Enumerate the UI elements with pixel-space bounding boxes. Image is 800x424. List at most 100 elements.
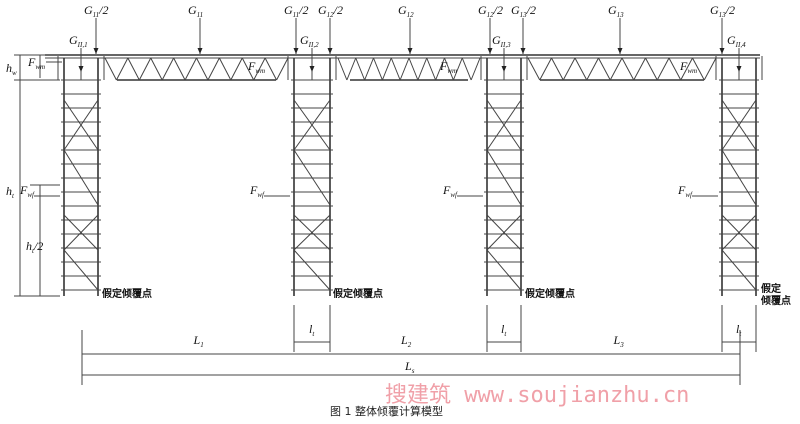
tower-brace <box>293 249 331 291</box>
hw-label: hw <box>6 61 17 77</box>
wind-frame-label-2-sub: wf <box>450 191 458 199</box>
tower-load-label-2: GII,3 <box>492 33 511 49</box>
load-arrow-head <box>197 48 203 54</box>
wind-main-label-3-main: F <box>679 59 688 73</box>
load-label-0-suffix: /2 <box>98 3 108 17</box>
truss-web <box>562 57 576 81</box>
load-arrow-head <box>719 48 725 54</box>
dim-label-lt-0-main: l <box>309 322 313 336</box>
wind-frame-label-3-sub: wf <box>685 191 693 199</box>
truss-web <box>355 57 366 81</box>
overturn-point-label-3-0: 假定 <box>761 282 781 295</box>
tower-load-label-2-main: G <box>492 33 501 47</box>
truss-web <box>692 57 705 81</box>
dim-label-lt-1-sub: t <box>504 330 507 338</box>
dim-label-L2-sub: 2 <box>408 341 412 349</box>
truss-web <box>645 57 658 81</box>
load-label-1-main: G <box>188 3 197 17</box>
wind-main-label-1-main: F <box>247 59 256 73</box>
load-label-3: G12/2 <box>318 3 343 19</box>
load-label-6-suffix: /2 <box>526 3 536 17</box>
truss-web <box>408 57 419 81</box>
tower-brace <box>486 249 522 291</box>
wind-frame-label-0-sub: wf <box>27 191 35 199</box>
dim-label-L1: L1 <box>193 333 204 349</box>
wind-frame-label-3-main: F <box>677 183 686 197</box>
truss-web <box>230 57 243 81</box>
wind-frame-label-1-sub: wf <box>257 191 265 199</box>
tower-load-label-0-main: G <box>69 33 78 47</box>
truss-web <box>609 57 623 81</box>
load-label-8-main: G <box>710 3 719 17</box>
truss-web <box>150 57 163 81</box>
load-label-1-sub: 11 <box>197 11 203 19</box>
load-arrow-head <box>407 48 413 54</box>
load-label-0: G11/2 <box>84 3 109 19</box>
tower-brace <box>486 99 522 151</box>
tower-load-arrow-head <box>309 66 315 72</box>
ht-label-sub: t <box>12 192 15 200</box>
truss-web <box>417 57 428 81</box>
dim-label-L1-main: L <box>193 333 201 347</box>
structure <box>14 18 763 385</box>
load-label-0-sub: 11 <box>93 11 99 19</box>
tower-brace <box>63 214 99 251</box>
wind-main-label-2-sub: wm <box>447 67 457 75</box>
truss-web <box>241 57 255 81</box>
truss-web <box>426 57 437 81</box>
truss-web <box>337 57 348 81</box>
load-arrow-head <box>520 48 526 54</box>
overturn-point-label-1: 假定倾覆点 <box>333 287 383 300</box>
wind-frame-label-1-main: F <box>249 183 258 197</box>
dim-label-L3-sub: 3 <box>619 341 624 349</box>
truss-web <box>373 57 383 81</box>
load-arrow-head <box>617 48 623 54</box>
truss-web <box>138 57 152 81</box>
truss-web <box>470 57 481 81</box>
truss-web <box>574 57 588 81</box>
wind-main-label-1-sub: wm <box>255 67 265 75</box>
tower-load-label-3-sub: II,4 <box>735 41 746 49</box>
truss-web <box>207 57 220 81</box>
hw-label-main: h <box>6 61 12 75</box>
truss-web <box>656 57 670 81</box>
load-label-2: G11/2 <box>284 3 309 19</box>
load-label-3-sub: 12 <box>327 11 335 19</box>
truss-web <box>253 57 266 81</box>
truss-web <box>461 57 472 81</box>
truss-web <box>444 57 454 81</box>
tower-load-label-2-sub: II,3 <box>500 41 511 49</box>
tower-load-label-3-main: G <box>727 33 736 47</box>
truss-web <box>184 57 197 81</box>
overturn-point-label-3-1: 倾覆点 <box>760 294 791 307</box>
dim-label-lt-2-main: l <box>736 322 740 336</box>
hw-label-sub: w <box>12 69 17 77</box>
truss-web <box>196 57 209 81</box>
truss-web <box>127 57 140 81</box>
truss-web <box>586 57 599 81</box>
wind-main-label-0: Fwm <box>27 55 45 71</box>
wind-main-label-3-sub: wm <box>687 67 697 75</box>
tower-load-arrow-head <box>501 66 507 72</box>
ht-half-label: ht/2 <box>26 239 43 255</box>
dim-label-lt-2-sub: t <box>739 330 742 338</box>
load-label-5-main: G <box>478 3 487 17</box>
ht-half-label-suffix: /2 <box>33 239 43 253</box>
truss-web <box>621 57 635 81</box>
truss-web <box>218 57 232 81</box>
dim-label-Ls-sub: s <box>412 367 415 375</box>
dim-label-Ls-main: L <box>404 359 412 373</box>
load-label-0-main: G <box>84 3 93 17</box>
tower-brace <box>293 149 331 206</box>
load-label-6: G13/2 <box>511 3 536 19</box>
tower-brace <box>63 99 99 151</box>
truss-web <box>161 57 175 81</box>
truss-web <box>381 57 392 81</box>
truss-web <box>346 57 357 81</box>
truss-web <box>276 57 289 81</box>
tower-brace <box>63 149 99 206</box>
load-label-6-main: G <box>511 3 520 17</box>
dim-label-L3-main: L <box>613 333 621 347</box>
